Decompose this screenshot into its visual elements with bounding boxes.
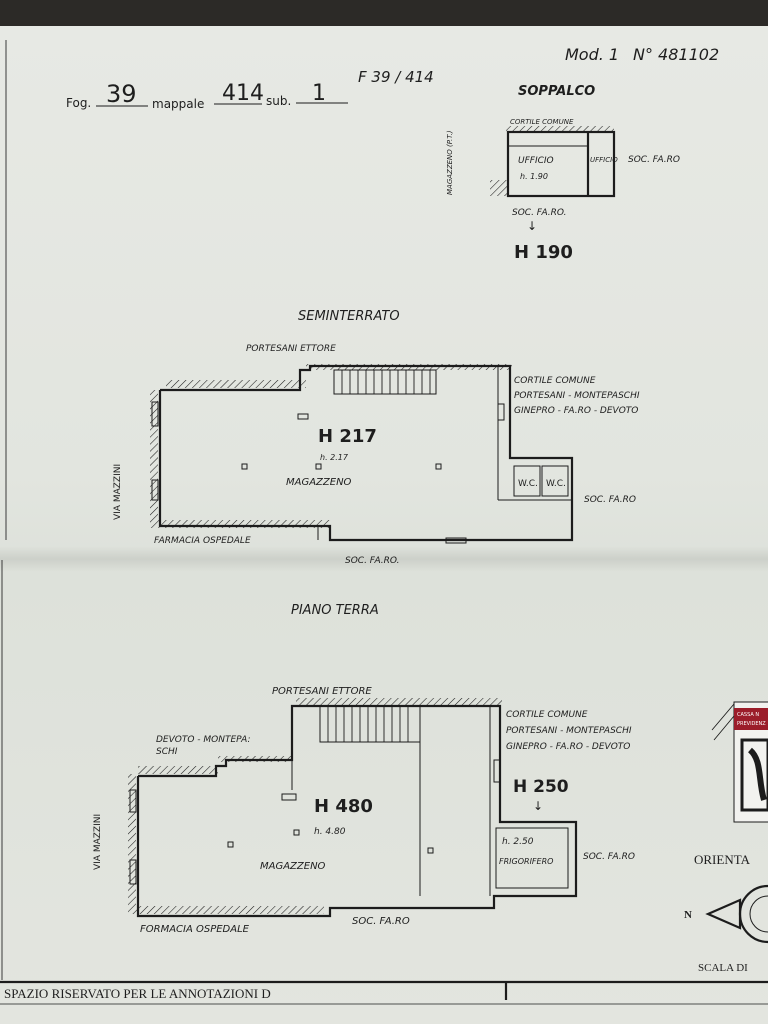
seminterrato-wc-2 [541,465,569,497]
stamp: CASSA N PREVIDENZ [711,701,768,823]
seminterrato-height: H 217 [318,426,377,447]
piano-terra-cortile-1: CORTILE COMUNE [506,710,588,720]
fog-value: 39 [106,80,137,108]
piano-terra-devoto-2: SCHI [156,747,178,757]
piano-terra-cortile-2: PORTESANI - MONTEPASCHI [506,726,632,736]
wc1-label: W.C. [518,479,538,489]
piano-terra-stairs [319,705,421,743]
north-label: N [684,909,692,921]
seminterrato-outline [158,364,574,542]
piano-terra-plan: PIANO TERRA PORTESANI ETTORE DEVOTO - MO… [93,603,635,935]
seminterrato-portesani: PORTESANI ETTORE [246,344,336,354]
seminterrato-plan: SEMINTERRATO PORTESANI ETTORE CORTILE CO… [113,309,640,566]
frig-height: h. 2.50 [502,837,534,847]
soppalco-ufficio2: UFFICIO [590,156,618,164]
soppalco-title: SOPPALCO [518,84,595,99]
piano-terra-soc-right: SOC. FA.RO [583,852,635,862]
seminterrato-cortile-1: CORTILE COMUNE [514,376,596,386]
frig-label: FRIGORIFERO [499,857,553,866]
paper-fold [0,546,768,572]
orientation-label: ORIENTA [694,852,751,867]
piano-terra-height: H 480 [314,796,373,817]
piano-terra-soc-bottom: SOC. FA.RO [352,916,410,927]
soppalco-magazzeno-side: MAGAZZENO (P.T.) [446,130,454,195]
soppalco-ufficio-height: h. 1.90 [520,172,548,181]
seminterrato-soc-right: SOC. FA.RO [584,495,636,505]
document-number: N° 481102 [633,45,719,64]
soppalco-ufficio: UFFICIO [518,156,554,166]
seminterrato-soc-bottom: SOC. FA.RO. [345,556,399,566]
mappale-value: 414 [222,81,264,106]
soppalco-top-wall [506,126,614,132]
foglio-reference: F 39 / 414 [358,68,434,86]
soppalco-plan: SOPPALCO CORTILE COMUNE MAGAZZENO (P.T.)… [446,84,680,263]
soppalco-soc-bottom: SOC. FA.RO. [512,208,566,218]
seminterrato-height-small: h. 2.17 [320,453,349,462]
wc2-label: W.C. [546,479,566,489]
header: Mod. 1 N° 481102 Fog. 39 mappale 414 sub… [66,45,719,111]
north-arrow-icon [705,898,742,930]
soppalco-cortile: CORTILE COMUNE [510,118,574,126]
piano-terra-devoto-1: DEVOTO - MONTEPA: [156,735,251,745]
seminterrato-stairs [333,369,437,395]
seminterrato-title: SEMINTERRATO [298,309,400,324]
seminterrato-cortile-3: GINEPRO - FA.RO - DEVOTO [514,406,638,416]
piano-terra-portesani: PORTESANI ETTORE [272,686,372,697]
piano-terra-outline [136,704,578,918]
stamp-line-1: CASSA N [737,712,759,718]
soppalco-soc-right: SOC. FA.RO [628,155,680,165]
piano-terra-title: PIANO TERRA [291,603,379,618]
seminterrato-room: MAGAZZENO [286,477,352,488]
sub-value: 1 [312,81,326,106]
piano-terra-via: VIA MAZZINI [93,814,103,870]
fog-label: Fog. [66,96,91,110]
seminterrato-farmacia: FARMACIA OSPEDALE [154,536,251,546]
stamp-line-2: PREVIDENZ [737,721,766,727]
scale-label: SCALA DI [698,962,748,974]
frigorifero-room [495,827,569,889]
annotations-box: SPAZIO RISERVATO PER LE ANNOTAZIONI D [0,980,768,1005]
soppalco-height: H 190 [514,242,573,263]
piano-terra-height-small: h. 4.80 [314,827,346,837]
seminterrato-cortile-2: PORTESANI - MONTEPASCHI [514,391,640,401]
sub-label: sub. [266,94,291,108]
soppalco-arrow: ↓ [527,219,537,233]
compass-circle-icon [738,884,768,944]
piano-terra-cortile-3: GINEPRO - FA.RO - DEVOTO [506,742,630,752]
annotations-note: SPAZIO RISERVATO PER LE ANNOTAZIONI D [4,986,271,1001]
mod-label: Mod. 1 [565,45,619,64]
mappale-label: mappale [152,97,204,111]
soppalco-outline [506,130,616,198]
margin-marks [1,40,7,980]
piano-terra-h250: H 250 [513,777,569,797]
piano-terra-room: MAGAZZENO [260,861,326,872]
h250-arrow: ↓ [533,799,543,813]
seminterrato-via: VIA MAZZINI [113,464,123,520]
orientation: ORIENTA N SCALA DI [684,852,768,974]
seminterrato-wc-1 [513,465,541,497]
piano-terra-farmacia: FORMACIA OSPEDALE [140,924,250,935]
